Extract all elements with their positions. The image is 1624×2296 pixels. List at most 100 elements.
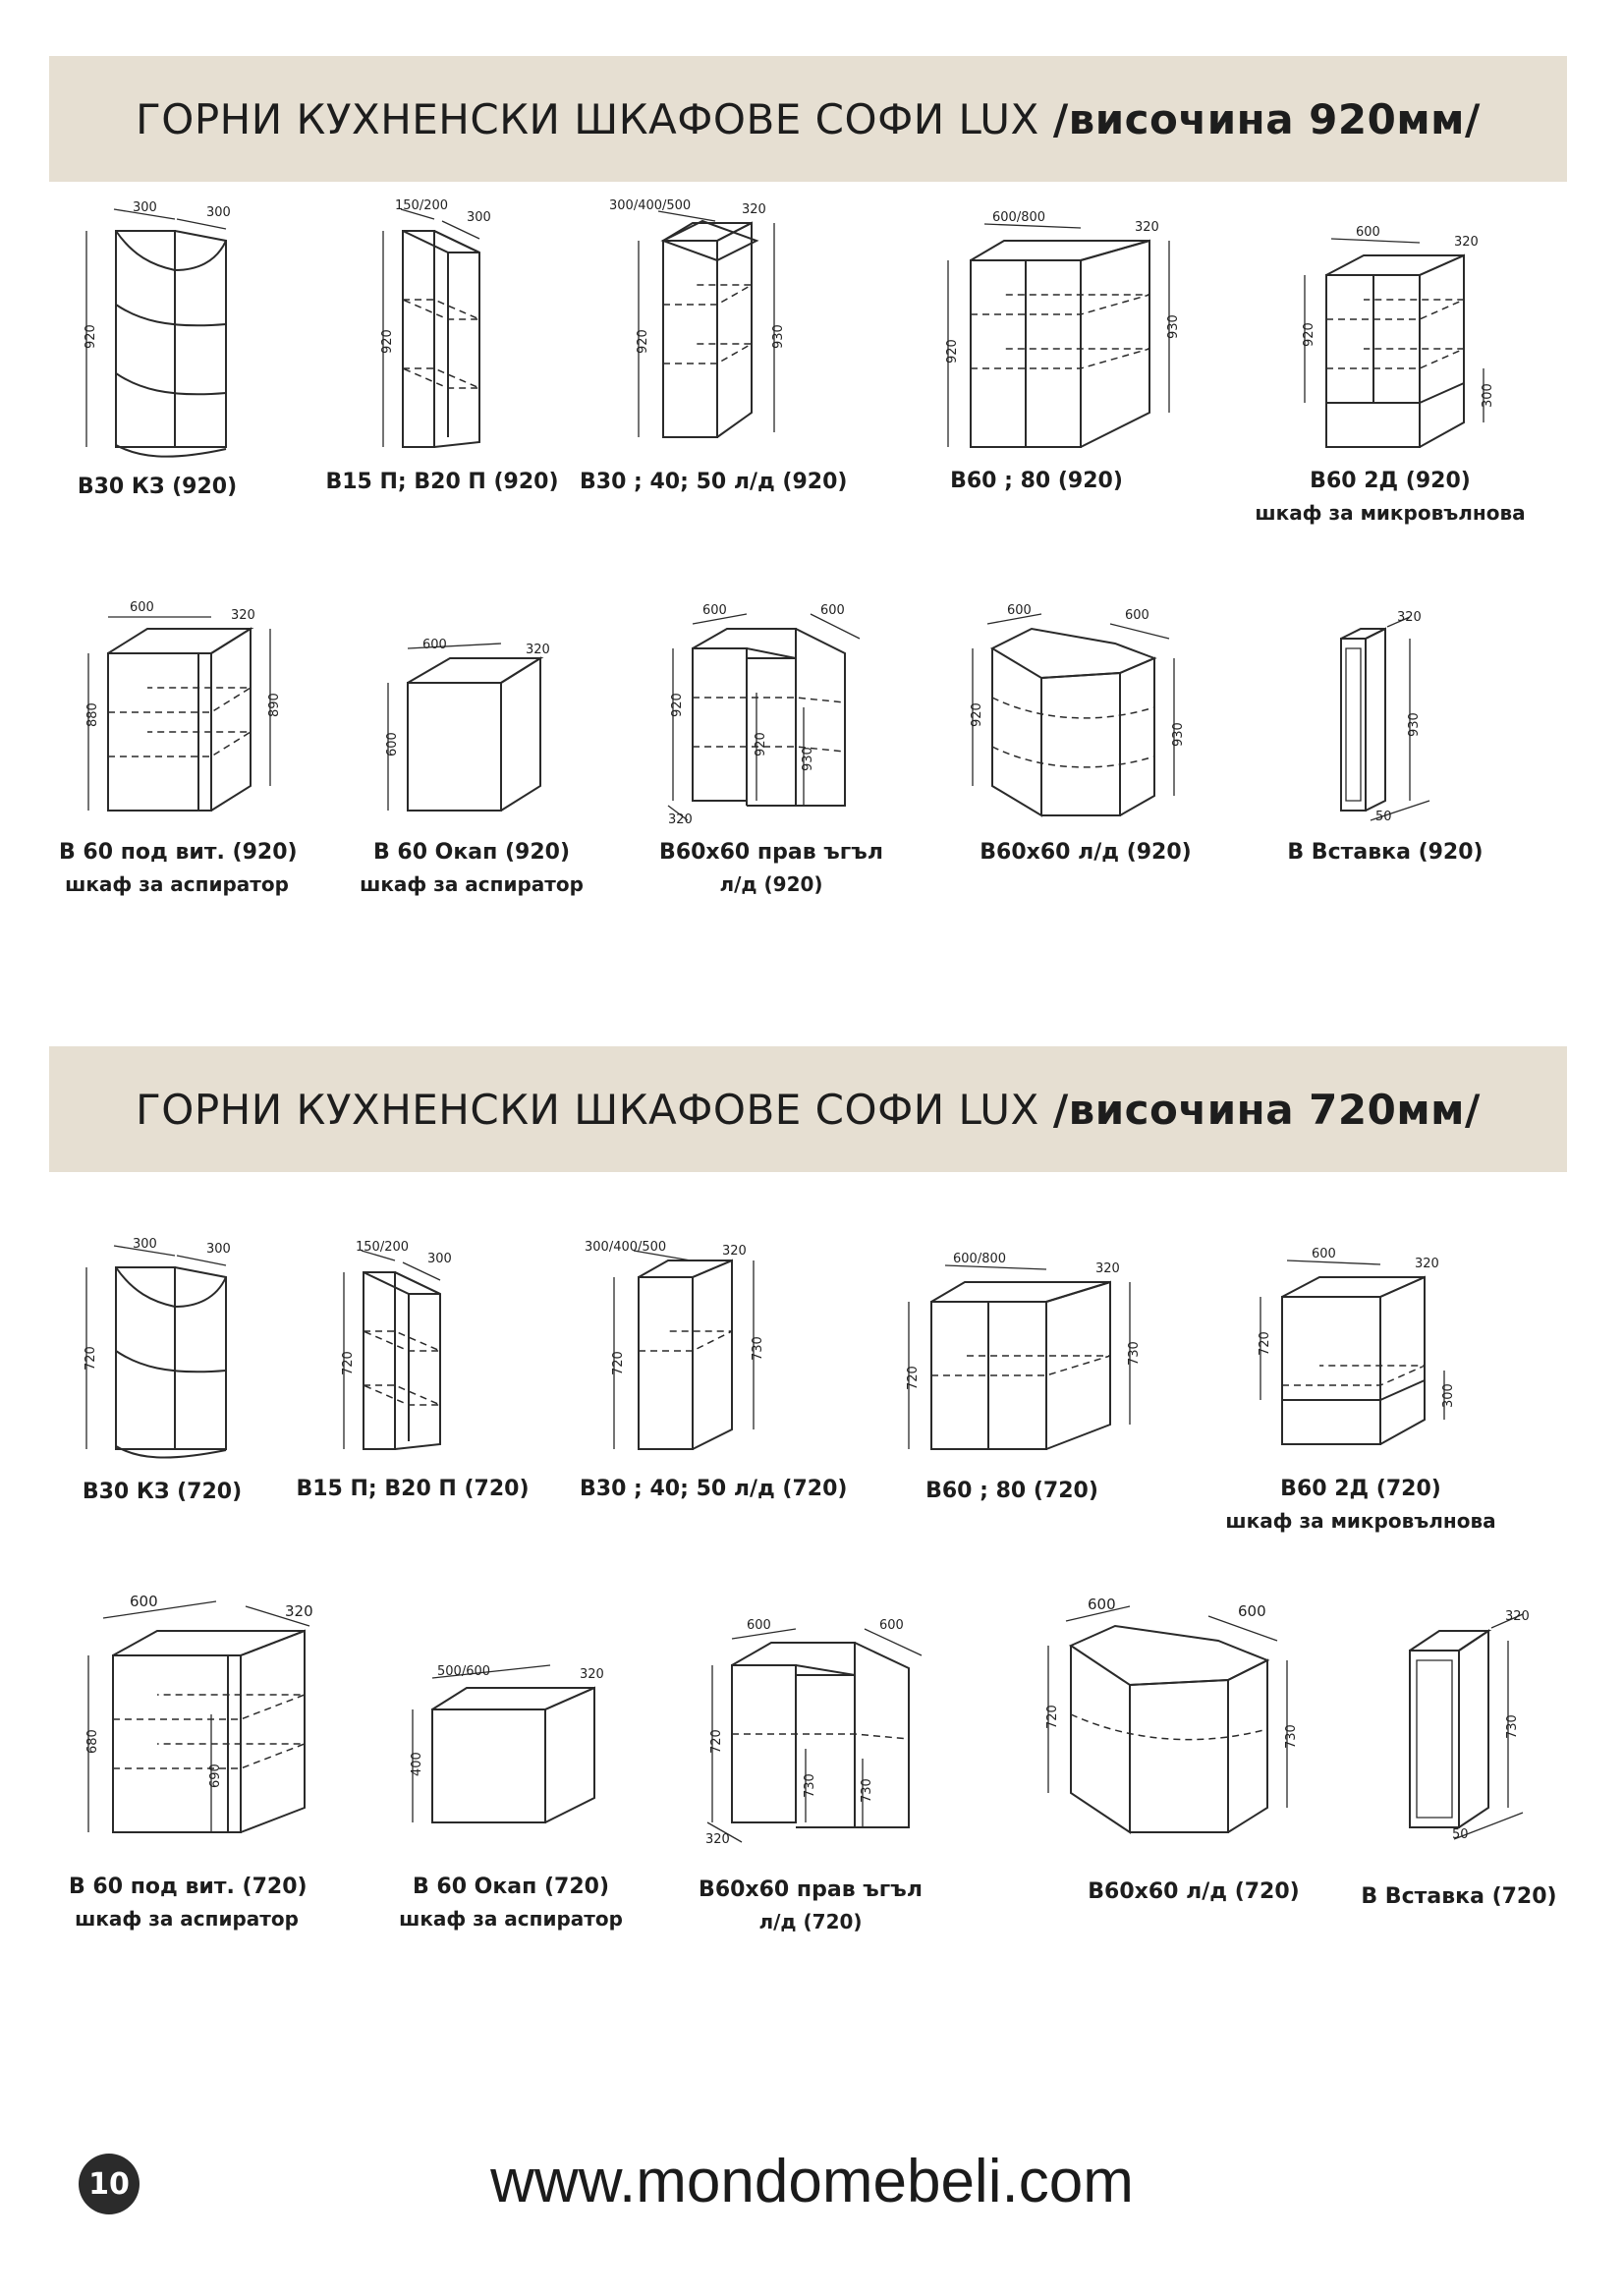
- cabinet-drawing: 920 930 300/400/500 320: [609, 198, 786, 438]
- caption-vstavka-720: В Вставка (720): [1351, 1881, 1567, 1913]
- section-banner-720: ГОРНИ КУХНЕНСКИ ШКАФОВЕ СОФИ LUX /височи…: [49, 1046, 1567, 1172]
- dim-height-side: 730: [751, 1336, 765, 1361]
- caption-label: В30 КЗ (720): [82, 1480, 243, 1504]
- dim-width: 150/200: [356, 1240, 409, 1255]
- caption-b15-b20-920: В15 П; В20 П (920): [324, 467, 560, 498]
- cabinet-vstavka-720: 730 320 50: [1385, 1606, 1552, 1847]
- caption-sub: шкаф за аспиратор: [399, 1907, 623, 1931]
- dim-width: 600: [130, 1593, 158, 1610]
- caption-sub: л/д (920): [719, 872, 823, 896]
- cabinet-b60x60-ld-720: 720 730 600 600: [1027, 1592, 1312, 1847]
- cabinet-drawing: 930 320 50: [1340, 610, 1430, 824]
- dim-microwave: 300: [1481, 383, 1495, 408]
- dim-width: 150/200: [395, 198, 448, 213]
- cabinet-b60-80-720: 720 730 600/800 320: [884, 1248, 1159, 1464]
- caption-b30-kz-720: В30 КЗ (720): [69, 1477, 255, 1508]
- dim-height: 920: [970, 702, 984, 727]
- dim-width: 600: [1356, 225, 1380, 240]
- dim-depth: 320: [1415, 1257, 1439, 1271]
- dim-height: 920: [1302, 322, 1316, 347]
- caption-sub: шкаф за микровълнова: [1255, 501, 1526, 525]
- cabinet-b30-50-720: 720 730 300/400/500 320: [575, 1233, 781, 1464]
- dim-depth: 320: [722, 1244, 747, 1259]
- dim-depth: 300: [206, 205, 231, 220]
- dim-width-2: 600: [1125, 608, 1149, 623]
- cabinet-drawing: 730 320 50: [1409, 1609, 1530, 1842]
- caption-label: В60 ; 80 (720): [925, 1479, 1098, 1503]
- dim-height-side: 930: [1171, 722, 1186, 747]
- caption-b60-okap-720: В 60 Окап (720) шкаф за аспиратор: [393, 1872, 629, 1934]
- dim-height: 920: [84, 324, 98, 349]
- dim-height-side: 930: [1166, 314, 1181, 339]
- caption-b60x60-prav-920: В60х60 прав ъгъл л/д (920): [639, 837, 904, 900]
- dim-width: 300: [133, 1237, 157, 1252]
- cabinet-drawing: 720 300 600 320: [1258, 1247, 1456, 1445]
- cabinet-drawing: 920 930 600 600: [970, 603, 1186, 817]
- dim-width: 600: [1007, 603, 1032, 618]
- cabinet-drawing: 400 500/600 320: [410, 1664, 604, 1823]
- dim-depth: 320: [668, 812, 693, 827]
- caption-label: В15 П; В20 П (720): [296, 1477, 530, 1501]
- dim-depth: 320: [705, 1832, 730, 1847]
- cabinet-b60x60-prav-720: 720 730 730 600 600 320: [688, 1611, 933, 1847]
- caption-label: В60х60 л/д (720): [1088, 1879, 1300, 1904]
- caption-label: В60 2Д (720): [1280, 1477, 1441, 1501]
- caption-label: В 60 под вит. (920): [59, 840, 298, 865]
- caption-b60-pod-vit-920: В 60 под вит. (920) шкаф за аспиратор: [59, 837, 298, 900]
- dim-height: 920: [945, 339, 960, 364]
- dim-depth: 320: [1135, 220, 1159, 235]
- caption-label: В60 2Д (920): [1310, 469, 1471, 493]
- dim-depth: 320: [1454, 235, 1479, 250]
- dim-depth: 320: [1397, 610, 1422, 625]
- dim-depth: 320: [1505, 1609, 1530, 1624]
- cabinet-drawing: 720 730 600/800 320: [906, 1252, 1142, 1450]
- caption-sub: шкаф за аспиратор: [65, 872, 289, 896]
- cabinet-vstavka-920: 930 320 50: [1316, 609, 1464, 825]
- cabinet-b60-80-920: 920 930 600/800 320: [924, 206, 1199, 462]
- dim-height: 920: [670, 693, 685, 717]
- dim-depth: 320: [285, 1602, 313, 1620]
- dim-depth: 320: [231, 608, 255, 623]
- dim-depth: 300: [427, 1252, 452, 1266]
- dim-depth: 300: [467, 210, 491, 225]
- dim-height-inner: 730: [803, 1773, 817, 1798]
- dim-height: 720: [611, 1351, 626, 1375]
- dim-depth: 320: [526, 643, 550, 657]
- dim-width: 600: [422, 638, 447, 652]
- dim-height: 930: [1407, 712, 1422, 737]
- website-link[interactable]: www.mondomebeli.com: [490, 2148, 1134, 2215]
- dim-width: 600: [1088, 1596, 1116, 1613]
- dim-width: 50: [1452, 1827, 1469, 1842]
- cabinet-drawing: 720 730 300/400/500 320: [585, 1240, 765, 1450]
- cabinet-drawing: 600 600 320: [385, 638, 550, 812]
- cabinet-drawing: 680 690 600 320: [85, 1593, 313, 1833]
- dim-height: 880: [85, 702, 100, 727]
- section-banner-920: ГОРНИ КУХНЕНСКИ ШКАФОВЕ СОФИ LUX /височи…: [49, 56, 1567, 182]
- cabinet-drawing: 720 300 300: [84, 1237, 231, 1459]
- dim-height: 920: [380, 329, 395, 354]
- caption-sub: л/д (720): [758, 1910, 863, 1933]
- caption-b60-80-920: В60 ; 80 (920): [924, 466, 1149, 497]
- dim-width-2: 600: [879, 1618, 904, 1633]
- caption-label: В 60 Окап (720): [412, 1875, 610, 1899]
- dim-width: 300: [133, 200, 157, 215]
- height-note: /височина 720мм/: [1052, 1085, 1481, 1134]
- dim-height-inner: 690: [208, 1764, 223, 1788]
- cabinet-drawing: 720 730 600 600: [1045, 1596, 1299, 1834]
- dim-height: 720: [906, 1366, 921, 1390]
- cabinet-b30-kz-720: 720 300 300: [59, 1228, 236, 1464]
- caption-label: В60х60 прав ъгъл: [659, 840, 883, 865]
- dim-height-side: 730: [1127, 1341, 1142, 1366]
- caption-b60-2d-920: В60 2Д (920) шкаф за микровълнова: [1248, 466, 1533, 529]
- dim-width: 600: [747, 1618, 771, 1633]
- dim-height: 720: [341, 1351, 356, 1375]
- cabinet-b60-okap-720: 400 500/600 320: [388, 1660, 624, 1837]
- cabinet-b60-okap-920: 600 600 320: [364, 638, 570, 825]
- caption-sub: шкаф за аспиратор: [75, 1907, 299, 1931]
- dim-width: 600/800: [992, 210, 1045, 225]
- caption-label: В Вставка (920): [1287, 840, 1484, 865]
- caption-b60-okap-920: В 60 Окап (920) шкаф за аспиратор: [354, 837, 589, 900]
- page-number: 10: [79, 2154, 140, 2214]
- dim-width: 300/400/500: [609, 198, 691, 213]
- dim-width: 600: [130, 600, 154, 615]
